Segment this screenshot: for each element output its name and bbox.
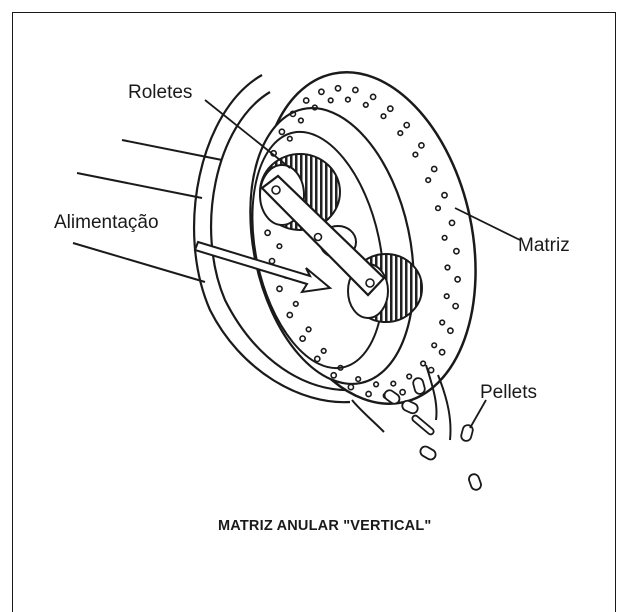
label-alimentacao: Alimentação — [54, 212, 159, 233]
figure-caption: MATRIZ ANULAR "VERTICAL" — [218, 518, 431, 534]
pellet-mill-diagram: Roletes Alimentação Matriz Pellets MATRI… — [0, 0, 629, 596]
pellets — [383, 377, 483, 491]
label-matriz: Matriz — [518, 235, 570, 256]
label-pellets: Pellets — [480, 382, 537, 403]
label-roletes: Roletes — [128, 82, 192, 103]
feed-chute — [73, 140, 222, 282]
